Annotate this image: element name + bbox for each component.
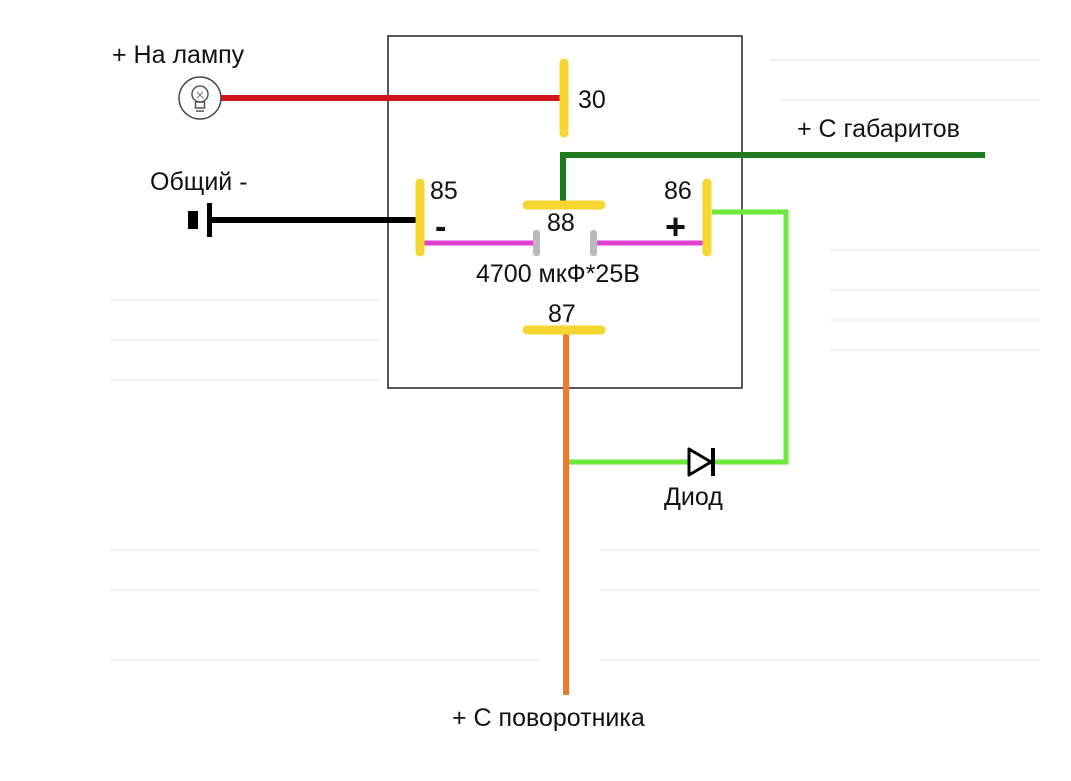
parking-label: + С габаритов [797, 115, 960, 143]
diode-icon [687, 447, 715, 477]
lamp-label: + На лампу [112, 41, 245, 69]
parking-wire [560, 152, 985, 203]
capacitor-plate-left [533, 230, 540, 256]
diode-wire [566, 209, 789, 465]
diode-label: Диод [664, 483, 723, 511]
pin-85-label: 85 [430, 177, 458, 205]
relay-contacts [415, 58, 712, 335]
minus-sign: - [435, 208, 446, 246]
capacitor-plate-right [590, 230, 597, 256]
capacitor [423, 230, 707, 256]
turn-signal-label: + С поворотника [452, 704, 645, 732]
capacitor-label: 4700 мкФ*25В [476, 260, 640, 288]
common-label: Общий - [150, 168, 248, 196]
pin-88-label: 88 [547, 209, 575, 237]
lamp-icon [178, 76, 222, 120]
pin-87-label: 87 [548, 300, 576, 328]
pin-86-label: 86 [664, 177, 692, 205]
ground-icon [188, 203, 212, 237]
pin-30-label: 30 [578, 86, 606, 114]
background-texture [110, 58, 1040, 662]
plus-sign: + [665, 206, 686, 247]
